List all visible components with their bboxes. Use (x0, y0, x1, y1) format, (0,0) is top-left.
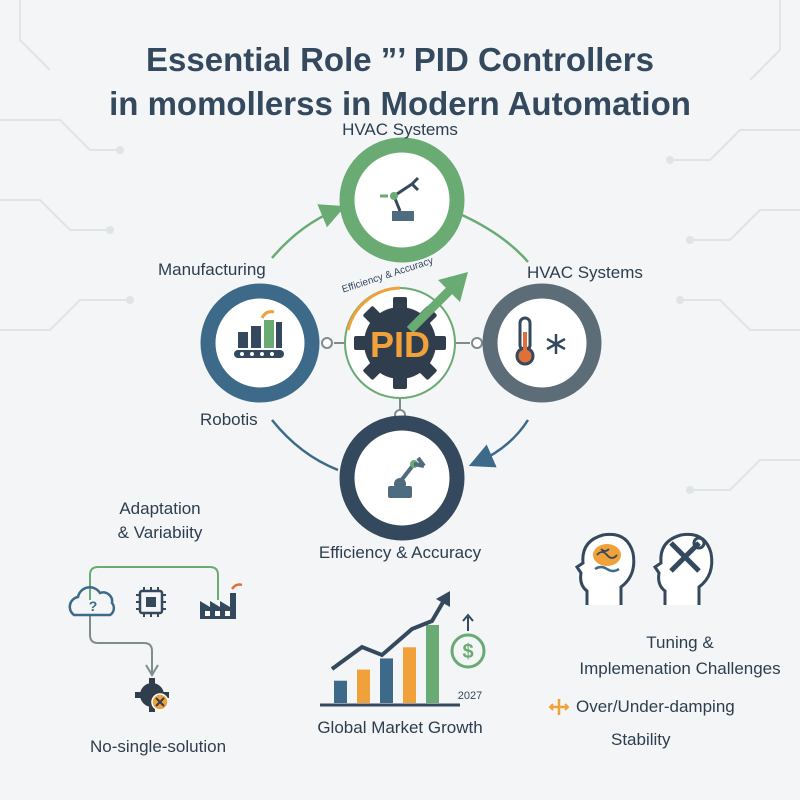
robot-arm-icon-2 (388, 456, 426, 498)
market-growth-chart: $ 2027 (320, 591, 486, 707)
arc-left-to-top (271, 204, 346, 259)
label-efficiency-accuracy: Efficiency & Accuracy (318, 543, 482, 562)
market-caption: Global Market Growth (317, 718, 483, 737)
oscillation-arrows-icon (548, 699, 570, 715)
factory-conveyor-icon (234, 310, 284, 358)
central-pid-gear (344, 272, 468, 399)
tuning-item-damping: Over/Under-damping (548, 697, 735, 717)
market-bar-5 (426, 625, 439, 703)
svg-text:$: $ (462, 641, 473, 663)
cloud-question-icon: ? (68, 586, 116, 617)
arc-left-to-bottom (271, 419, 339, 472)
chip-icon (136, 587, 166, 617)
label-manufacturing: Manufacturing (158, 260, 266, 279)
market-bar-1 (334, 680, 347, 703)
arc-right-to-bottom (468, 419, 530, 468)
center-pid-text: PID (370, 324, 430, 365)
factory-icon (200, 583, 243, 619)
top-ring-robot-arm (339, 137, 465, 263)
snowflake-icon (546, 334, 566, 354)
page-title: Essential Role ”’ PID Controllers in mom… (0, 38, 800, 126)
label-top-hvac: HVAC Systems (342, 120, 458, 139)
connector-node-left (321, 337, 333, 349)
tuning-title-line1: Tuning & (646, 633, 714, 652)
robot-arm-icon (380, 176, 420, 221)
trend-line (330, 595, 448, 671)
label-right-hvac: HVAC Systems (527, 263, 643, 282)
page-title-line1: Essential Role ”’ PID Controllers (146, 41, 654, 78)
arc-top-to-right (461, 213, 529, 263)
adaptation-diagram: ? (68, 566, 243, 712)
tuning-title-line2: Implemenation Challenges (579, 659, 781, 678)
gear-x-icon (135, 678, 169, 712)
adaptation-title-line1: Adaptation (119, 499, 201, 518)
thermometer-icon (515, 316, 535, 366)
market-bar-4 (403, 647, 416, 703)
tuning-item-damping-label: Over/Under-damping (576, 697, 735, 716)
bottom-ring-robot-arm (339, 415, 465, 541)
svg-text:?: ? (89, 598, 98, 614)
adaptation-title-line2: & Variabiity (117, 523, 203, 542)
tuning-title: Tuning & Implemenation Challenges (579, 630, 780, 682)
market-year: 2027 (458, 690, 482, 702)
wrench-head-icon (652, 532, 714, 605)
left-ring-factory (200, 283, 320, 403)
growth-arrow-icon (406, 286, 454, 334)
page-title-line2: in momollerss in Modern Automation (109, 85, 691, 122)
right-ring-hvac (482, 283, 602, 403)
adaptation-caption: No-single-solution (89, 737, 227, 756)
market-bar-3 (380, 658, 393, 703)
tuning-item-stability: Stability (611, 730, 671, 749)
brain-head-icon (575, 532, 636, 605)
label-robotics: Robotis (200, 410, 258, 429)
market-bar-2 (357, 669, 370, 703)
connector-node-right (471, 337, 483, 349)
dollar-coin-icon: $ (450, 613, 486, 669)
adaptation-title: Adaptation & Variabiity (118, 497, 203, 545)
tuning-heads-illustration (575, 532, 714, 605)
